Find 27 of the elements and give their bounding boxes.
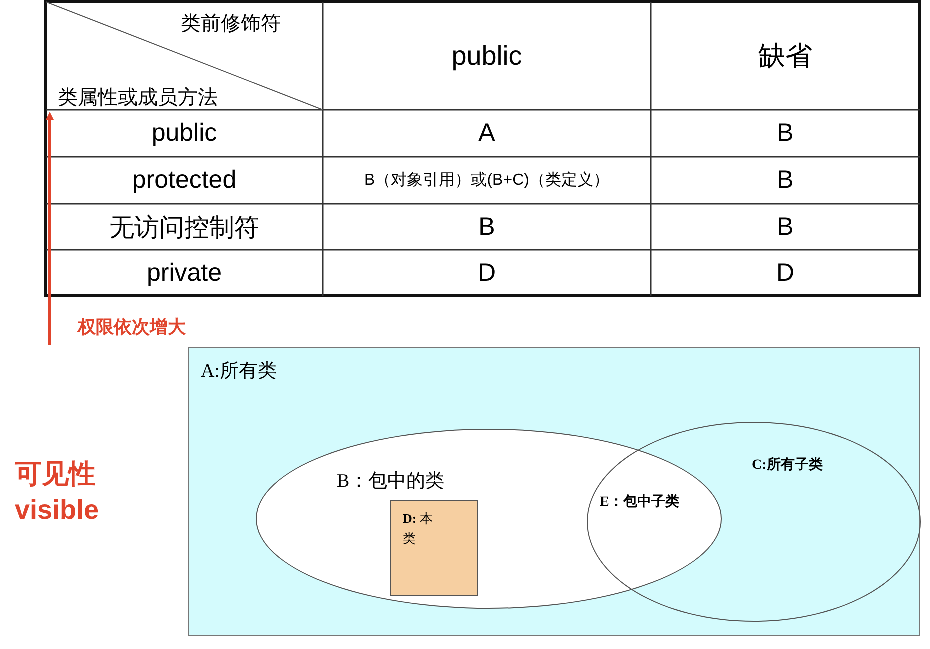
- cell-value: D: [478, 258, 496, 288]
- region-label: D: 本类: [403, 510, 434, 548]
- side-title: 可见性: [15, 458, 96, 491]
- region-label: E：包中子类: [600, 493, 680, 511]
- side-title: visible: [15, 495, 100, 526]
- row-header: private: [146, 258, 222, 288]
- region-label: A:所有类: [201, 360, 277, 384]
- column-header-title: 类前修饰符: [181, 12, 281, 37]
- cell-value: B: [777, 166, 794, 195]
- cell-value: B: [777, 212, 794, 242]
- cell-value: A: [478, 119, 496, 148]
- class-box: [390, 500, 478, 596]
- region-label: C:所有子类: [752, 456, 823, 474]
- column-header: public: [452, 40, 522, 72]
- cell-value: B: [478, 212, 496, 242]
- row-header-title: 类属性或成员方法: [58, 86, 218, 111]
- region-ellipse: [587, 422, 921, 622]
- row-header: public: [152, 119, 218, 148]
- cell-value: D: [776, 258, 795, 288]
- region-label: B：包中的类: [337, 470, 445, 494]
- cell-value: B（对象引用）或(B+C)（类定义）: [364, 171, 610, 190]
- region-box: [188, 347, 920, 636]
- axis-caption: 权限依次增大: [78, 316, 186, 339]
- row-header: 无访问控制符: [110, 212, 260, 244]
- cell-value: B: [777, 119, 794, 148]
- row-header: protected: [132, 166, 237, 195]
- column-header: 缺省: [758, 40, 812, 73]
